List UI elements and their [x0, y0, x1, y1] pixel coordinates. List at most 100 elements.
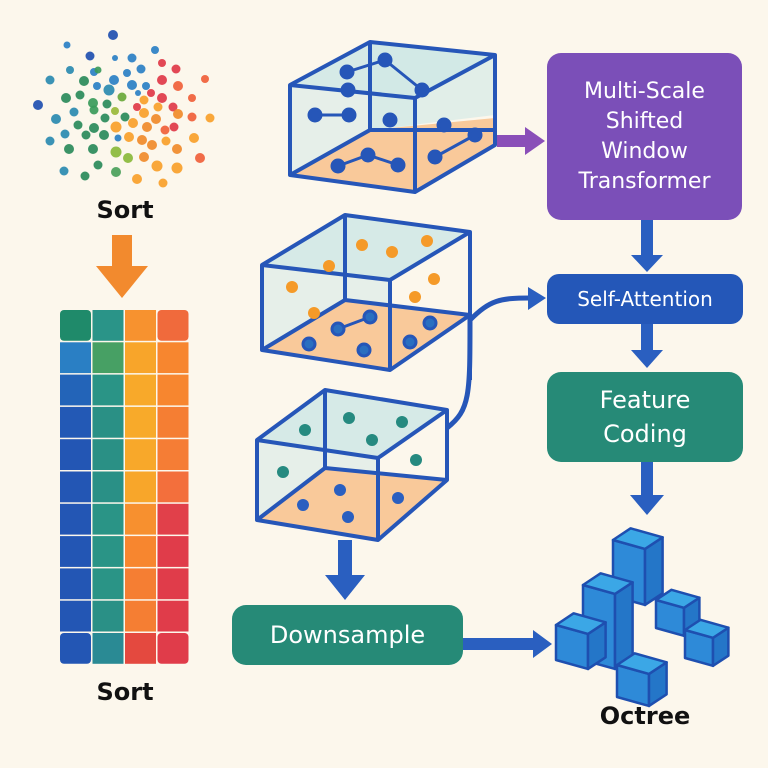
scatter-point — [127, 53, 137, 63]
grid-cell — [157, 536, 189, 567]
grid-cell — [92, 342, 124, 374]
scatter-point — [93, 82, 101, 90]
grid-cell — [60, 439, 91, 470]
grid-cell — [92, 310, 124, 341]
scatter-point — [169, 122, 179, 132]
scatter-point — [66, 66, 74, 74]
scatter-point — [201, 75, 209, 83]
grid-cell — [60, 568, 91, 600]
sort-label-top: Sort — [96, 196, 154, 224]
grid-cell — [60, 310, 91, 341]
scatter-point — [111, 107, 119, 115]
scatter-point — [63, 41, 71, 49]
grid-cell — [60, 342, 91, 374]
grid-cell — [157, 374, 189, 406]
octree-cube — [615, 652, 668, 708]
scatter-point — [117, 92, 127, 102]
arrow-self-attention-to-feature-coding — [631, 323, 663, 368]
sort-label-bottom: Sort — [96, 678, 154, 706]
grid-cell — [157, 342, 189, 374]
arrow-transformer-to-self-attention — [631, 220, 663, 272]
grid-cell — [92, 600, 124, 632]
scatter-point — [136, 64, 146, 74]
scatter-point — [45, 75, 55, 85]
octree-cube — [554, 612, 607, 671]
grid-cell — [60, 633, 91, 664]
scatter-point — [171, 162, 183, 174]
scatter-point — [81, 130, 91, 140]
scatter-point — [111, 167, 121, 177]
grid-cell — [125, 633, 156, 664]
grid-cell — [125, 600, 156, 632]
window-box-1 — [288, 40, 497, 194]
scatter-point — [123, 69, 131, 77]
scatter-point — [139, 108, 149, 118]
grid-cell — [92, 503, 124, 535]
grid-cell — [157, 568, 189, 600]
sort-arrow-orange — [96, 235, 148, 298]
octree-label: Octree — [599, 702, 691, 730]
arrow-feature-coding-to-octree — [630, 462, 664, 515]
scatter-point — [157, 93, 167, 103]
grid-cell — [125, 471, 156, 503]
scatter-point — [139, 95, 149, 105]
transformer-line-2: Shifted — [605, 108, 684, 134]
scatter-point — [102, 99, 112, 109]
grid-cell — [125, 406, 156, 438]
arrow-box3-to-self-attention — [445, 287, 546, 430]
grid-cell — [157, 310, 189, 341]
scatter-point — [172, 144, 182, 154]
arrow-box3-to-downsample — [325, 540, 365, 600]
scatter-point — [158, 178, 168, 188]
grid-cell — [60, 374, 91, 406]
grid-cell — [125, 536, 156, 567]
feature-coding-line-2: Coding — [603, 420, 687, 448]
scatter-point — [142, 122, 152, 132]
window-box-3 — [255, 388, 449, 542]
scatter-point — [109, 75, 119, 85]
feature-coding-node[interactable]: Feature Coding — [547, 372, 743, 462]
scatter-point — [60, 129, 70, 139]
scatter-point — [128, 118, 138, 128]
grid-cell — [92, 439, 124, 470]
octree-cube — [611, 527, 664, 607]
scatter-point — [187, 112, 197, 122]
scatter-point — [33, 100, 43, 110]
scatter-point — [80, 171, 90, 181]
scatter-point — [59, 166, 69, 176]
scatter-point — [108, 30, 118, 40]
scatter-point — [160, 125, 170, 135]
self-attention-node[interactable]: Self-Attention — [547, 274, 743, 324]
scatter-point — [171, 64, 181, 74]
scatter-point — [195, 153, 205, 163]
grid-cell — [125, 568, 156, 600]
scatter-point — [69, 107, 79, 117]
grid-cell — [125, 439, 156, 470]
downsample-node[interactable]: Downsample — [232, 605, 463, 665]
scatter-point — [153, 102, 163, 112]
scatter-point — [151, 160, 163, 172]
scatter-point — [89, 105, 99, 115]
scatter-point — [79, 76, 89, 86]
grid-cell — [157, 439, 189, 470]
scatter-point — [100, 113, 110, 123]
grid-cell — [92, 471, 124, 503]
transformer-line-3: Window — [601, 138, 688, 164]
scatter-point — [173, 109, 183, 119]
scatter-point — [123, 153, 133, 163]
scatter-point — [151, 46, 159, 54]
scatter-point — [112, 55, 118, 61]
scatter-point — [132, 174, 142, 184]
scatter-point — [137, 135, 147, 145]
scatter-point — [51, 114, 61, 124]
window-box-2 — [260, 213, 472, 380]
downsample-label: Downsample — [269, 621, 426, 649]
grid-cell — [157, 503, 189, 535]
scatter-point — [114, 134, 122, 142]
transformer-line-1: Multi-Scale — [584, 78, 705, 104]
point-cloud-scatter — [33, 30, 215, 188]
transformer-node[interactable]: Multi-Scale Shifted Window Transformer — [547, 53, 742, 220]
scatter-point — [88, 98, 98, 108]
scatter-point — [173, 81, 183, 91]
